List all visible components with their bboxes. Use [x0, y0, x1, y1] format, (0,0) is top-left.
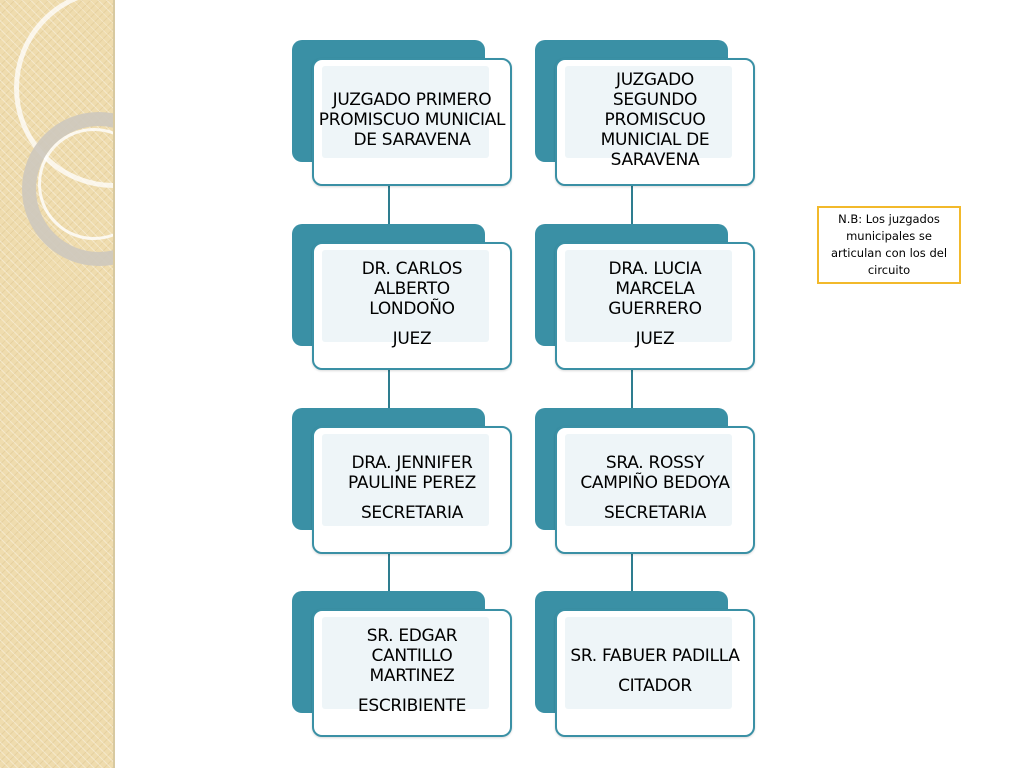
org-node-juzgado-segundo: JUZGADO SEGUNDO PROMISCUO MUNICIAL DE SA…: [535, 40, 755, 188]
org-node-juez-1: DR. CARLOS ALBERTO LONDOÑO JUEZ: [292, 224, 512, 372]
note-text: N.B: Los juzgados municipales se articul…: [830, 212, 948, 277]
org-node-escribiente: SR. EDGAR CANTILLO MARTINEZ ESCRIBIENTE: [292, 591, 512, 739]
node-title: JUZGADO SEGUNDO PROMISCUO MUNICIAL DE SA…: [600, 70, 710, 170]
decorative-sidebar: [0, 0, 113, 768]
person-name: DRA. JENNIFER PAULINE PEREZ: [348, 453, 476, 493]
person-name: SR. FABUER PADILLA: [570, 646, 740, 666]
connector-line: [631, 368, 633, 408]
person-role: SECRETARIA: [360, 503, 464, 523]
person-name: DR. CARLOS ALBERTO LONDOÑO: [361, 259, 463, 319]
note-box: N.B: Los juzgados municipales se articul…: [817, 206, 961, 284]
node-title: JUZGADO PRIMERO PROMISCUO MUNICIAL DE SA…: [318, 90, 506, 150]
person-role: ESCRIBIENTE: [357, 696, 467, 716]
person-role: CITADOR: [618, 676, 692, 696]
person-role: SECRETARIA: [603, 503, 707, 523]
person-name: SRA. ROSSY CAMPIÑO BEDOYA: [580, 453, 730, 493]
connector-line: [388, 551, 390, 591]
sidebar-divider: [113, 0, 115, 768]
org-node-juez-2: DRA. LUCIA MARCELA GUERRERO JUEZ: [535, 224, 755, 372]
person-name: DRA. LUCIA MARCELA GUERRERO: [608, 259, 702, 319]
connector-line: [388, 368, 390, 408]
person-role: JUEZ: [635, 329, 675, 349]
person-role: JUEZ: [392, 329, 432, 349]
person-name: SR. EDGAR CANTILLO MARTINEZ: [366, 626, 458, 686]
connector-line: [631, 184, 633, 224]
connector-line: [388, 184, 390, 224]
connector-line: [631, 551, 633, 591]
org-node-secretaria-1: DRA. JENNIFER PAULINE PEREZ SECRETARIA: [292, 408, 512, 556]
org-node-citador: SR. FABUER PADILLA CITADOR: [535, 591, 755, 739]
org-node-secretaria-2: SRA. ROSSY CAMPIÑO BEDOYA SECRETARIA: [535, 408, 755, 556]
org-node-juzgado-primero: JUZGADO PRIMERO PROMISCUO MUNICIAL DE SA…: [292, 40, 512, 188]
